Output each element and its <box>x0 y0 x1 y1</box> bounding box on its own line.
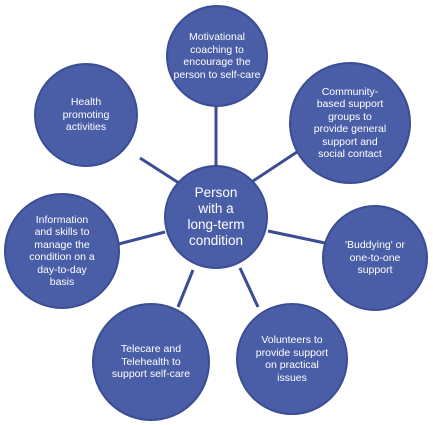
connector-volunteers <box>238 267 260 308</box>
node-motivational-coaching: Motivational coaching to encourage the p… <box>166 5 268 107</box>
node-label: Telecare and Telehealth to support self-… <box>111 343 191 381</box>
node-label: Motivational coaching to encourage the p… <box>173 31 261 81</box>
node-label: Volunteers to provide support on practic… <box>255 334 329 384</box>
node-buddying: 'Buddying' or one-to-one support <box>322 205 428 311</box>
node-telecare: Telecare and Telehealth to support self-… <box>92 303 210 421</box>
connector-buddying <box>267 229 326 245</box>
connector-health <box>139 156 183 187</box>
node-volunteers: Volunteers to provide support on practic… <box>236 303 348 415</box>
node-information-skills: Information and skills to manage the con… <box>4 193 120 309</box>
connector-community <box>246 148 301 187</box>
node-label: Community- based support groups to provi… <box>313 85 387 161</box>
center-node-person: Person with a long-term condition <box>164 165 268 269</box>
center-node-label: Person with a long-term condition <box>187 185 245 248</box>
node-label: Information and skills to manage the con… <box>29 213 95 289</box>
node-community-support: Community- based support groups to provi… <box>289 62 411 184</box>
node-label: 'Buddying' or one-to-one support <box>344 239 406 277</box>
node-health-promoting: Health promoting activities <box>34 63 138 167</box>
connector-telecare <box>176 269 195 308</box>
node-label: Health promoting activities <box>62 96 110 134</box>
